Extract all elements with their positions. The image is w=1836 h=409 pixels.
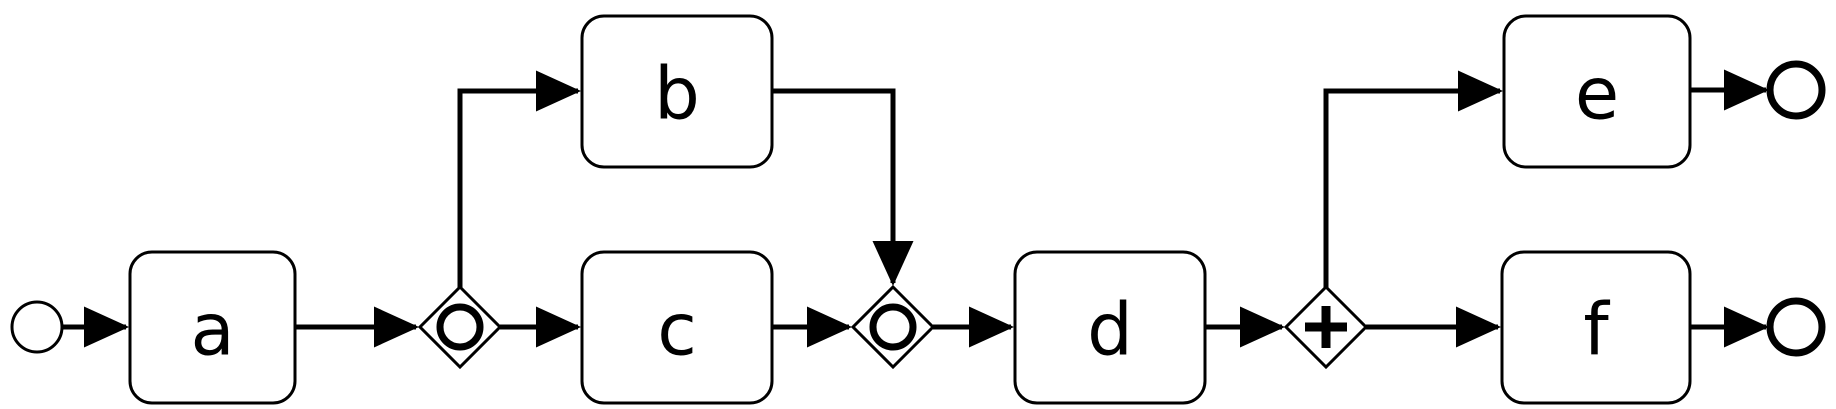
end-event-circle [1766, 60, 1826, 120]
node-gateway-or-split[interactable] [417, 284, 503, 370]
node-task-f[interactable]: f [1500, 250, 1692, 405]
gateway-diamond [850, 284, 936, 370]
node-gateway-or-join[interactable] [850, 284, 936, 370]
task-box [128, 250, 297, 405]
flow-arrow-line [457, 70, 582, 288]
end-event-circle [1766, 297, 1826, 357]
task-label-c: c [657, 288, 697, 372]
task-label-e: e [1575, 52, 1619, 136]
task-label-b: b [654, 52, 700, 136]
gateway-diamond [417, 284, 503, 370]
task-label-d: d [1087, 288, 1133, 372]
node-task-c[interactable]: c [580, 250, 774, 405]
flow-node-layer: a b c d e f [10, 14, 1826, 405]
flow-arrow-line [772, 88, 914, 287]
task-box [1500, 250, 1692, 405]
node-gateway-and-split[interactable] [1283, 284, 1369, 370]
sequence-flow-gateway-or-split-to-task-b[interactable] [457, 70, 582, 288]
node-task-d[interactable]: d [1013, 250, 1207, 405]
task-label-f: f [1583, 288, 1610, 372]
flow-arrow-line [1323, 70, 1504, 288]
node-task-e[interactable]: e [1502, 14, 1692, 169]
node-end-bottom[interactable] [1766, 297, 1826, 357]
task-label-a: a [190, 288, 234, 372]
task-box [1013, 250, 1207, 405]
start-event-circle [10, 300, 64, 354]
node-end-top[interactable] [1766, 60, 1826, 120]
task-box [580, 250, 774, 405]
sequence-flow-layer [62, 69, 1770, 348]
inclusive-or-circle-icon [436, 303, 484, 351]
sequence-flow-gateway-and-split-to-task-e[interactable] [1323, 70, 1504, 288]
node-task-a[interactable]: a [128, 250, 297, 405]
task-box [1502, 14, 1692, 169]
node-task-b[interactable]: b [580, 14, 774, 169]
sequence-flow-task-b-to-gateway-or-join[interactable] [772, 88, 914, 287]
node-start[interactable] [10, 300, 64, 354]
task-box [580, 14, 774, 169]
inclusive-or-circle-icon [869, 303, 917, 351]
